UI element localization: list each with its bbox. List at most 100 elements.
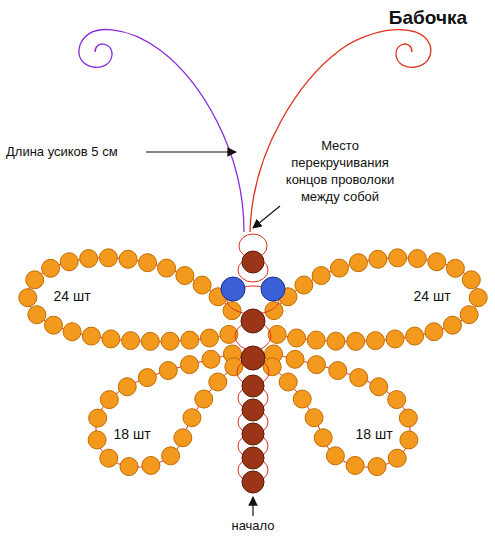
bead [88,431,106,449]
bead [327,332,345,350]
bead [428,253,446,271]
bead [307,356,325,374]
title: Бабочка [389,6,467,31]
bead [183,409,201,427]
bead [99,249,117,267]
bead [460,306,478,324]
bead [89,409,107,427]
bead [329,362,347,380]
lower-left-wing [96,352,240,467]
bead [295,276,313,294]
start-label: начало [231,518,274,535]
bead [369,250,387,268]
bead [349,254,367,272]
bead [162,447,180,465]
bead-count: 24 шт [53,287,90,305]
bead [326,447,344,465]
leader-arrow [253,206,280,228]
wing-beads [265,249,487,351]
bead [161,332,179,350]
bead [102,330,120,348]
bead [139,254,157,272]
bead [60,253,78,271]
bead [408,250,426,268]
bead [388,449,406,467]
bead-count: 18 шт [355,425,392,443]
wing-beads [88,345,243,476]
bead [400,431,418,449]
dimension-label: Длина усиков 5 см [6,144,118,161]
bead [406,327,424,345]
bead [28,306,46,324]
antenna-left [79,30,244,232]
antenna-right [250,30,431,232]
bead [286,350,304,368]
bead [279,373,297,391]
bead [44,316,62,334]
bead-count: 18 шт [113,425,150,443]
bead [202,350,220,368]
bead [388,391,406,409]
bead [174,429,192,447]
bead [80,250,98,268]
bead [63,323,81,341]
bead [386,330,404,348]
bead [444,316,462,334]
bead [368,458,386,476]
bead [181,356,199,374]
bead [305,409,323,427]
note-label: Место перекручивания концов проволоки ме… [274,138,406,206]
bead [193,276,211,294]
bead [100,449,118,467]
bead [138,369,156,387]
bead [462,271,480,289]
bead [209,373,227,391]
body-beads [221,251,285,493]
bead [350,369,368,387]
bead [120,458,138,476]
bead [330,259,348,277]
bead [346,456,364,474]
bead [446,259,464,277]
wing-beads [263,345,418,476]
bead [469,289,487,307]
bead [288,329,306,347]
bead [158,259,176,277]
upper-left-wing [28,258,238,342]
bead [100,391,118,409]
bead [389,249,407,267]
bead [223,302,241,320]
bead [425,323,443,341]
lower-right-wing [266,352,410,467]
wing-beads [19,249,241,351]
bead [200,329,218,347]
bead [195,390,213,408]
bead [176,267,194,285]
leader-arrow [252,497,253,516]
bead [366,332,384,350]
bead [312,267,330,285]
bead [26,271,44,289]
bead [181,331,199,349]
bead [118,378,136,396]
bead [159,362,177,380]
bead [42,259,60,277]
bead [19,289,37,307]
bead [141,332,159,350]
body-wire [227,234,279,482]
bead-count: 24 шт [413,287,450,305]
bead [263,358,281,376]
bead [307,331,325,349]
bead [265,302,283,320]
bead [122,332,140,350]
bead [370,378,388,396]
bead [314,429,332,447]
bead [347,332,365,350]
leader-arrow [146,151,236,152]
bead [142,456,160,474]
bead [82,327,100,345]
bead [225,358,243,376]
bead [119,250,137,268]
bead [399,409,417,427]
